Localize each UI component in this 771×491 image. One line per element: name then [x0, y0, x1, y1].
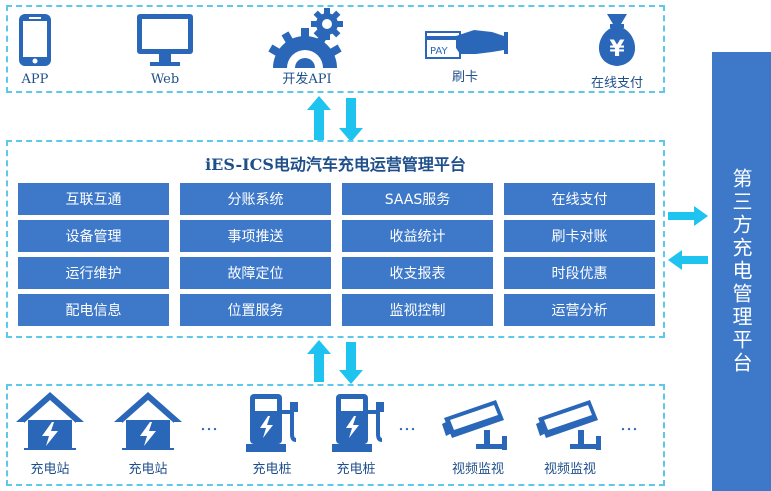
module-cell[interactable]: 互联互通 — [18, 183, 169, 215]
station-label: 充电站 — [30, 462, 70, 477]
third-party-platform[interactable]: 第三方充电管理平台 — [712, 52, 771, 491]
pay-label: 在线支付 — [590, 76, 643, 91]
api-item[interactable]: 开发API — [262, 8, 352, 87]
bottom-updown-arrows-icon — [307, 340, 363, 384]
module-cell[interactable]: 监视控制 — [342, 294, 493, 326]
module-cell[interactable]: 时段优惠 — [504, 257, 655, 289]
module-cell[interactable]: 运营分析 — [504, 294, 655, 326]
charger-icon — [332, 394, 384, 452]
module-cell[interactable]: 故障定位 — [180, 257, 331, 289]
camera-icon — [442, 400, 507, 450]
card-pay-text: PAY — [430, 46, 448, 57]
card-label: 刷卡 — [451, 70, 478, 85]
charger-icon — [246, 394, 298, 452]
module-cell[interactable]: 位置服务 — [180, 294, 331, 326]
phone-icon — [19, 14, 51, 66]
gears-icon — [268, 8, 343, 68]
charger-label: 充电桩 — [336, 462, 376, 477]
module-cell[interactable]: 配电信息 — [18, 294, 169, 326]
platform-box — [6, 140, 665, 338]
third-party-label: 第三方充电管理平台 — [729, 168, 753, 375]
module-cell[interactable]: 分账系统 — [180, 183, 331, 215]
bottom-device-box — [6, 384, 665, 486]
money-bag-icon: ¥ — [598, 14, 636, 66]
station-icon — [16, 392, 84, 450]
web-label: Web — [150, 72, 180, 87]
card-pay-icon: PAY — [425, 30, 508, 59]
top-updown-arrows-icon — [307, 96, 363, 142]
module-grid: 互联互通 分账系统 SAAS服务 在线支付 设备管理 事项推送 收益统计 刷卡对… — [18, 183, 657, 327]
module-cell[interactable]: 刷卡对账 — [504, 220, 655, 252]
module-cell[interactable]: 在线支付 — [504, 183, 655, 215]
top-terminal-box — [6, 5, 665, 93]
pay-item[interactable]: ¥ 在线支付 — [572, 10, 662, 91]
ellipsis: … — [200, 414, 220, 435]
web-item[interactable]: Web — [120, 12, 210, 87]
ellipsis: … — [620, 414, 640, 435]
side-leftright-arrows-icon — [668, 206, 708, 270]
module-cell[interactable]: 运行维护 — [18, 257, 169, 289]
monitor-icon — [137, 14, 193, 66]
camera-label: 视频监视 — [543, 462, 596, 477]
ellipsis: … — [398, 414, 418, 435]
module-cell[interactable]: 收益统计 — [342, 220, 493, 252]
platform-title: iES-ICS电动汽车充电运营管理平台 — [205, 155, 466, 174]
station-label: 充电站 — [128, 462, 168, 477]
app-label: APP — [21, 72, 49, 87]
module-cell[interactable]: 事项推送 — [180, 220, 331, 252]
module-cell[interactable]: SAAS服务 — [342, 183, 493, 215]
api-label: 开发API — [282, 72, 332, 87]
camera-label: 视频监视 — [451, 462, 504, 477]
camera-icon — [536, 400, 601, 450]
station-icon — [114, 392, 182, 450]
charger-label: 充电桩 — [252, 462, 292, 477]
money-bag-symbol: ¥ — [609, 37, 625, 62]
module-cell[interactable]: 设备管理 — [18, 220, 169, 252]
module-cell[interactable]: 收支报表 — [342, 257, 493, 289]
card-item[interactable]: PAY 刷卡 — [420, 14, 510, 85]
app-item[interactable]: APP — [0, 12, 80, 87]
